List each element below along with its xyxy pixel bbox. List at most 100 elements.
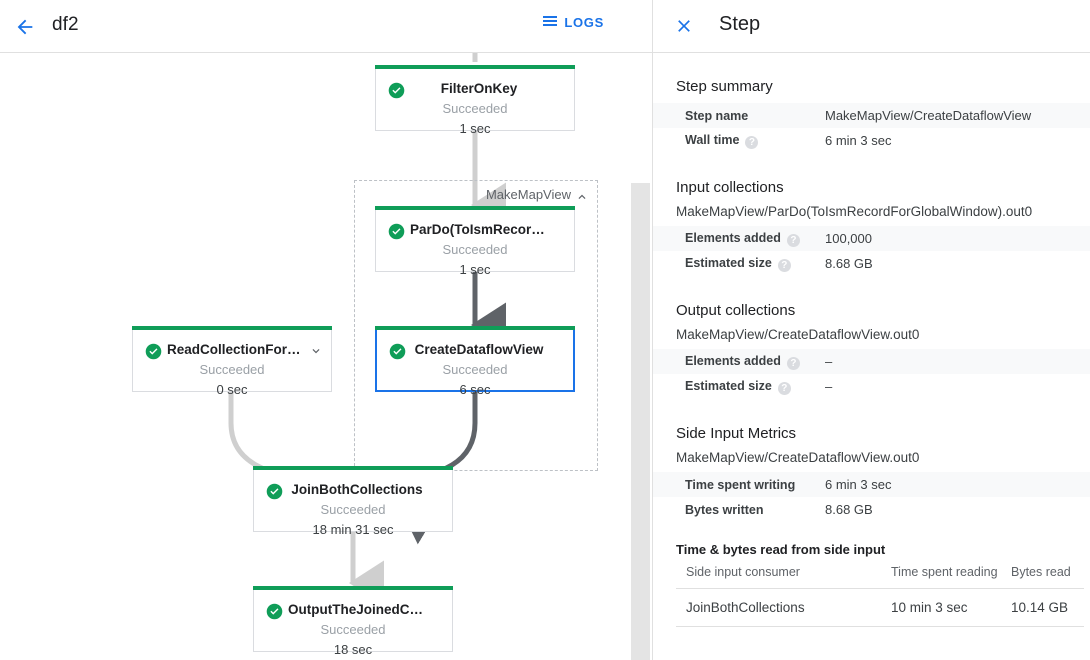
composite-group-label: MakeMapView	[485, 187, 571, 202]
row-label-text: Elements added	[685, 230, 781, 245]
node-title: JoinBothCollections	[291, 482, 423, 497]
table-row: JoinBothCollections 10 min 3 sec 10.14 G…	[676, 588, 1084, 627]
node-time: 6 sec	[459, 382, 491, 397]
row-label: Time spent writing	[685, 477, 796, 492]
cell-consumer: JoinBothCollections	[676, 588, 891, 627]
top-toolbar: df2 LOGS	[0, 0, 652, 53]
logs-button[interactable]: LOGS	[542, 14, 604, 30]
cell-time-read: 10 min 3 sec	[891, 588, 1011, 627]
side-input-consumer-table: Side input consumer Time spent reading B…	[676, 561, 1084, 627]
row-value: 8.68 GB	[825, 256, 873, 271]
input-collection-name: MakeMapView/ParDo(ToIsmRecordForGlobalWi…	[676, 204, 1033, 219]
section-heading-side-input-read: Time & bytes read from side input	[676, 542, 886, 557]
graph-node-createdataflowview[interactable]: CreateDataflowView Succeeded 6 sec	[375, 326, 575, 397]
node-status: Succeeded	[442, 362, 508, 377]
graph-node-filteronkey[interactable]: FilterOnKey Succeeded 1 sec	[375, 65, 575, 136]
table-row: Wall time? 6 min 3 sec	[653, 128, 1090, 153]
step-details-pane: Step Step summary Step name MakeMapView/…	[653, 0, 1090, 660]
help-icon[interactable]: ?	[786, 356, 800, 370]
chevron-up-icon[interactable]	[575, 190, 589, 204]
check-circle-icon	[388, 223, 405, 240]
composite-group-makemapview[interactable]: MakeMapView	[354, 180, 598, 471]
row-value: 6 min 3 sec	[825, 133, 892, 148]
page-title: df2	[52, 14, 79, 35]
help-icon[interactable]: ?	[786, 233, 800, 247]
node-status-bar	[375, 206, 575, 210]
column-header-time-read: Time spent reading	[891, 561, 1011, 589]
row-label-text: Estimated size	[685, 378, 772, 393]
table-row: Estimated size? –	[653, 374, 1090, 399]
help-icon[interactable]: ?	[777, 258, 791, 272]
table-row: Step name MakeMapView/CreateDataflowView	[653, 103, 1090, 128]
section-heading-step-summary: Step summary	[676, 78, 773, 95]
node-title: ParDo(ToIsmRecordFor…	[410, 222, 548, 237]
row-value: 6 min 3 sec	[825, 477, 892, 492]
cell-bytes-read: 10.14 GB	[1011, 588, 1084, 627]
node-time: 18 sec	[333, 642, 373, 657]
section-heading-side-input-metrics: Side Input Metrics	[676, 425, 797, 442]
side-input-collection-name: MakeMapView/CreateDataflowView.out0	[676, 450, 920, 465]
side-input-metrics-table: Time spent writing 6 min 3 sec Bytes wri…	[653, 472, 1090, 522]
step-panel-header: Step	[653, 0, 1090, 53]
row-label: Elements added?	[653, 349, 823, 374]
output-collections-table: Elements added? – Estimated size? –	[653, 349, 1090, 399]
table-header-row: Side input consumer Time spent reading B…	[676, 561, 1084, 589]
node-status: Succeeded	[442, 242, 508, 257]
node-status-bar	[375, 65, 575, 69]
table-row: Elements added? 100,000	[653, 226, 1090, 251]
help-icon[interactable]: ?	[777, 381, 791, 395]
node-status-bar	[253, 586, 453, 590]
row-label: Estimated size?	[653, 374, 823, 399]
graph-node-outputthejoinedcollection[interactable]: OutputTheJoinedCollec… Succeeded 18 sec	[253, 586, 453, 657]
input-collections-table: Elements added? 100,000 Estimated size? …	[653, 226, 1090, 276]
node-status: Succeeded	[442, 101, 508, 116]
section-heading-input-collections: Input collections	[676, 179, 784, 196]
graph-node-joinbothcollections[interactable]: JoinBothCollections Succeeded 18 min 31 …	[253, 466, 453, 537]
graph-node-pardo-toismrecord[interactable]: ParDo(ToIsmRecordFor… Succeeded 1 sec	[375, 206, 575, 277]
node-status-bar	[375, 326, 575, 330]
node-status: Succeeded	[199, 362, 265, 377]
row-label: Elements added?	[653, 226, 823, 251]
step-panel-body: Step summary Step name MakeMapView/Creat…	[653, 53, 1090, 660]
panel-title: Step	[719, 13, 761, 35]
check-circle-icon	[145, 343, 162, 360]
table-row: Estimated size? 8.68 GB	[653, 251, 1090, 276]
table-row: Bytes written 8.68 GB	[653, 497, 1090, 522]
row-label: Bytes written	[685, 502, 764, 517]
pipeline-graph-canvas[interactable]: MakeMapView FilterOnKey Succeeded 1 sec	[0, 53, 652, 660]
column-header-bytes-read: Bytes read	[1011, 561, 1084, 589]
arrow-left-icon[interactable]	[8, 10, 42, 44]
pane-divider	[652, 0, 653, 660]
check-circle-icon	[266, 483, 283, 500]
table-row: Time spent writing 6 min 3 sec	[653, 472, 1090, 497]
table-row: Elements added? –	[653, 349, 1090, 374]
check-circle-icon	[388, 82, 405, 99]
row-value: 100,000	[825, 231, 872, 246]
graph-scrollbar-thumb[interactable]	[631, 183, 650, 660]
node-time: 18 min 31 sec	[312, 522, 394, 537]
row-label-text: Elements added	[685, 353, 781, 368]
help-icon[interactable]: ?	[745, 135, 759, 149]
row-label-text: Estimated size	[685, 255, 772, 270]
row-value: –	[825, 379, 833, 394]
node-time: 1 sec	[459, 262, 491, 277]
node-status: Succeeded	[320, 502, 386, 517]
close-icon[interactable]	[669, 11, 699, 41]
section-heading-output-collections: Output collections	[676, 302, 796, 319]
row-label: Estimated size?	[653, 251, 823, 276]
output-collection-name: MakeMapView/CreateDataflowView.out0	[676, 327, 920, 342]
row-label-text: Wall time	[685, 132, 740, 147]
node-time: 0 sec	[216, 382, 248, 397]
job-graph-pane: df2 LOGS	[0, 0, 652, 660]
node-status: Succeeded	[320, 622, 386, 637]
logs-label: LOGS	[564, 14, 604, 30]
node-title: OutputTheJoinedCollec…	[288, 602, 426, 617]
list-icon	[543, 16, 558, 26]
check-circle-icon	[389, 343, 406, 360]
graph-node-readcollectionforjoin[interactable]: ReadCollectionForJoin Succeeded 0 sec	[132, 326, 332, 397]
chevron-down-icon[interactable]	[309, 344, 323, 358]
row-label: Step name	[685, 108, 749, 123]
node-time: 1 sec	[459, 121, 491, 136]
node-title: FilterOnKey	[440, 81, 518, 96]
